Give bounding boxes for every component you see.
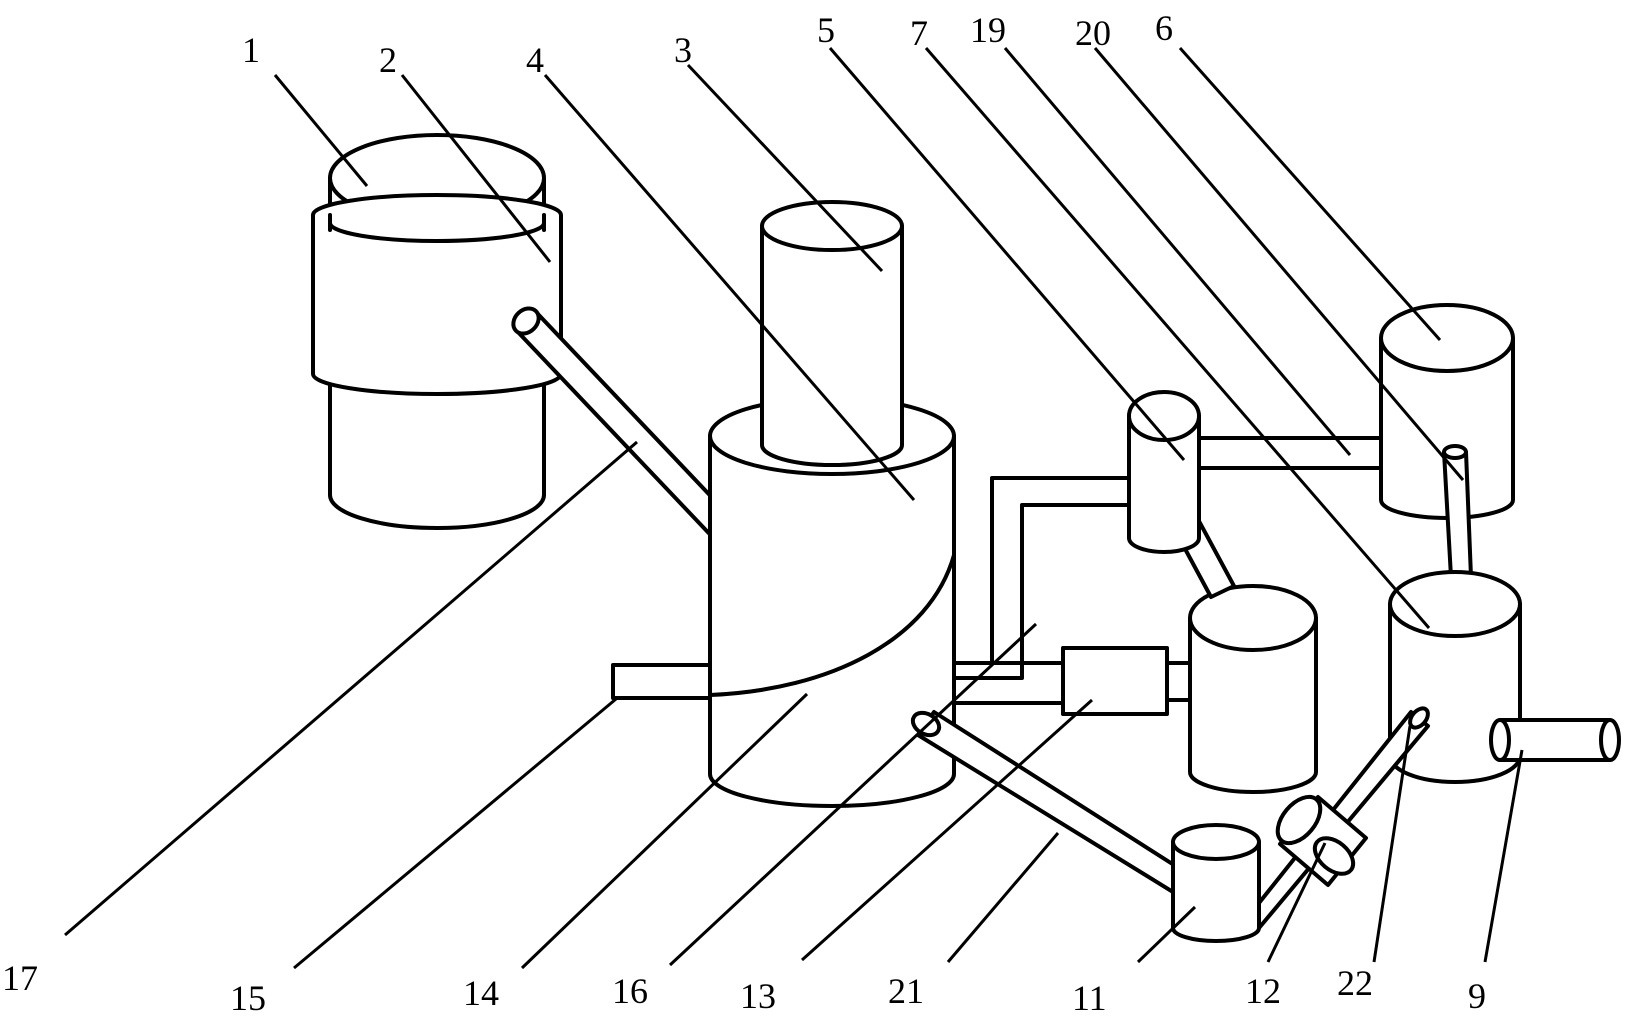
leader-19 <box>1003 47 1352 456</box>
leader-6 <box>1178 47 1442 341</box>
label-9: 9 <box>1468 976 1486 1016</box>
label-5: 5 <box>817 10 835 50</box>
leader-4 <box>543 74 916 501</box>
label-13: 13 <box>740 976 776 1016</box>
leader-15 <box>293 697 617 970</box>
label-12: 12 <box>1245 971 1281 1011</box>
separator-5 <box>1127 390 1201 554</box>
leader-7 <box>924 47 1431 629</box>
jacket-2 <box>311 193 563 396</box>
label-11: 11 <box>1072 978 1107 1018</box>
receiver-tank <box>1188 584 1318 794</box>
leader-21 <box>946 832 1060 963</box>
label-6: 6 <box>1155 8 1173 48</box>
leader-16 <box>668 622 1038 967</box>
pipe-15 <box>611 663 712 700</box>
label-16: 16 <box>612 971 648 1011</box>
label-4: 4 <box>526 40 544 80</box>
label-14: 14 <box>463 973 499 1013</box>
leader-3 <box>686 63 884 273</box>
leader-14 <box>520 692 809 970</box>
leader-12 <box>1266 842 1327 963</box>
pipe-4-to-5 <box>952 476 1131 680</box>
leader-20 <box>1093 47 1465 481</box>
valve-12 <box>1275 794 1368 887</box>
label-3: 3 <box>674 30 692 70</box>
label-21: 21 <box>888 971 924 1011</box>
leader-13 <box>800 698 1094 962</box>
label-7: 7 <box>910 13 928 53</box>
tank-6 <box>1379 303 1515 520</box>
pipe-19 <box>1197 436 1383 470</box>
label-22: 22 <box>1337 963 1373 1003</box>
pipe-20 <box>1442 444 1473 579</box>
leader-9 <box>1483 749 1524 963</box>
label-17: 17 <box>2 958 38 998</box>
leader-2 <box>400 74 552 263</box>
label-19: 19 <box>970 10 1006 50</box>
leader-lines <box>64 47 1524 970</box>
leader-22 <box>1372 725 1412 963</box>
leader-5 <box>828 47 1186 461</box>
leader-17 <box>64 440 638 937</box>
vessel-7 <box>1388 570 1522 784</box>
leader-1 <box>273 74 369 187</box>
label-15: 15 <box>230 978 266 1018</box>
pipe-16 <box>952 661 1065 705</box>
label-2: 2 <box>379 40 397 80</box>
label-20: 20 <box>1075 13 1111 53</box>
leader-11 <box>1136 905 1197 964</box>
labels: 1 2 3 4 5 7 19 20 6 17 15 14 16 13 21 11… <box>2 8 1486 1018</box>
cup-11 <box>1171 823 1261 943</box>
outlet-9 <box>1489 718 1621 762</box>
label-1: 1 <box>242 30 260 70</box>
pump-13 <box>1061 646 1192 716</box>
pipe-21 <box>910 710 1187 894</box>
column-3 <box>760 200 904 467</box>
